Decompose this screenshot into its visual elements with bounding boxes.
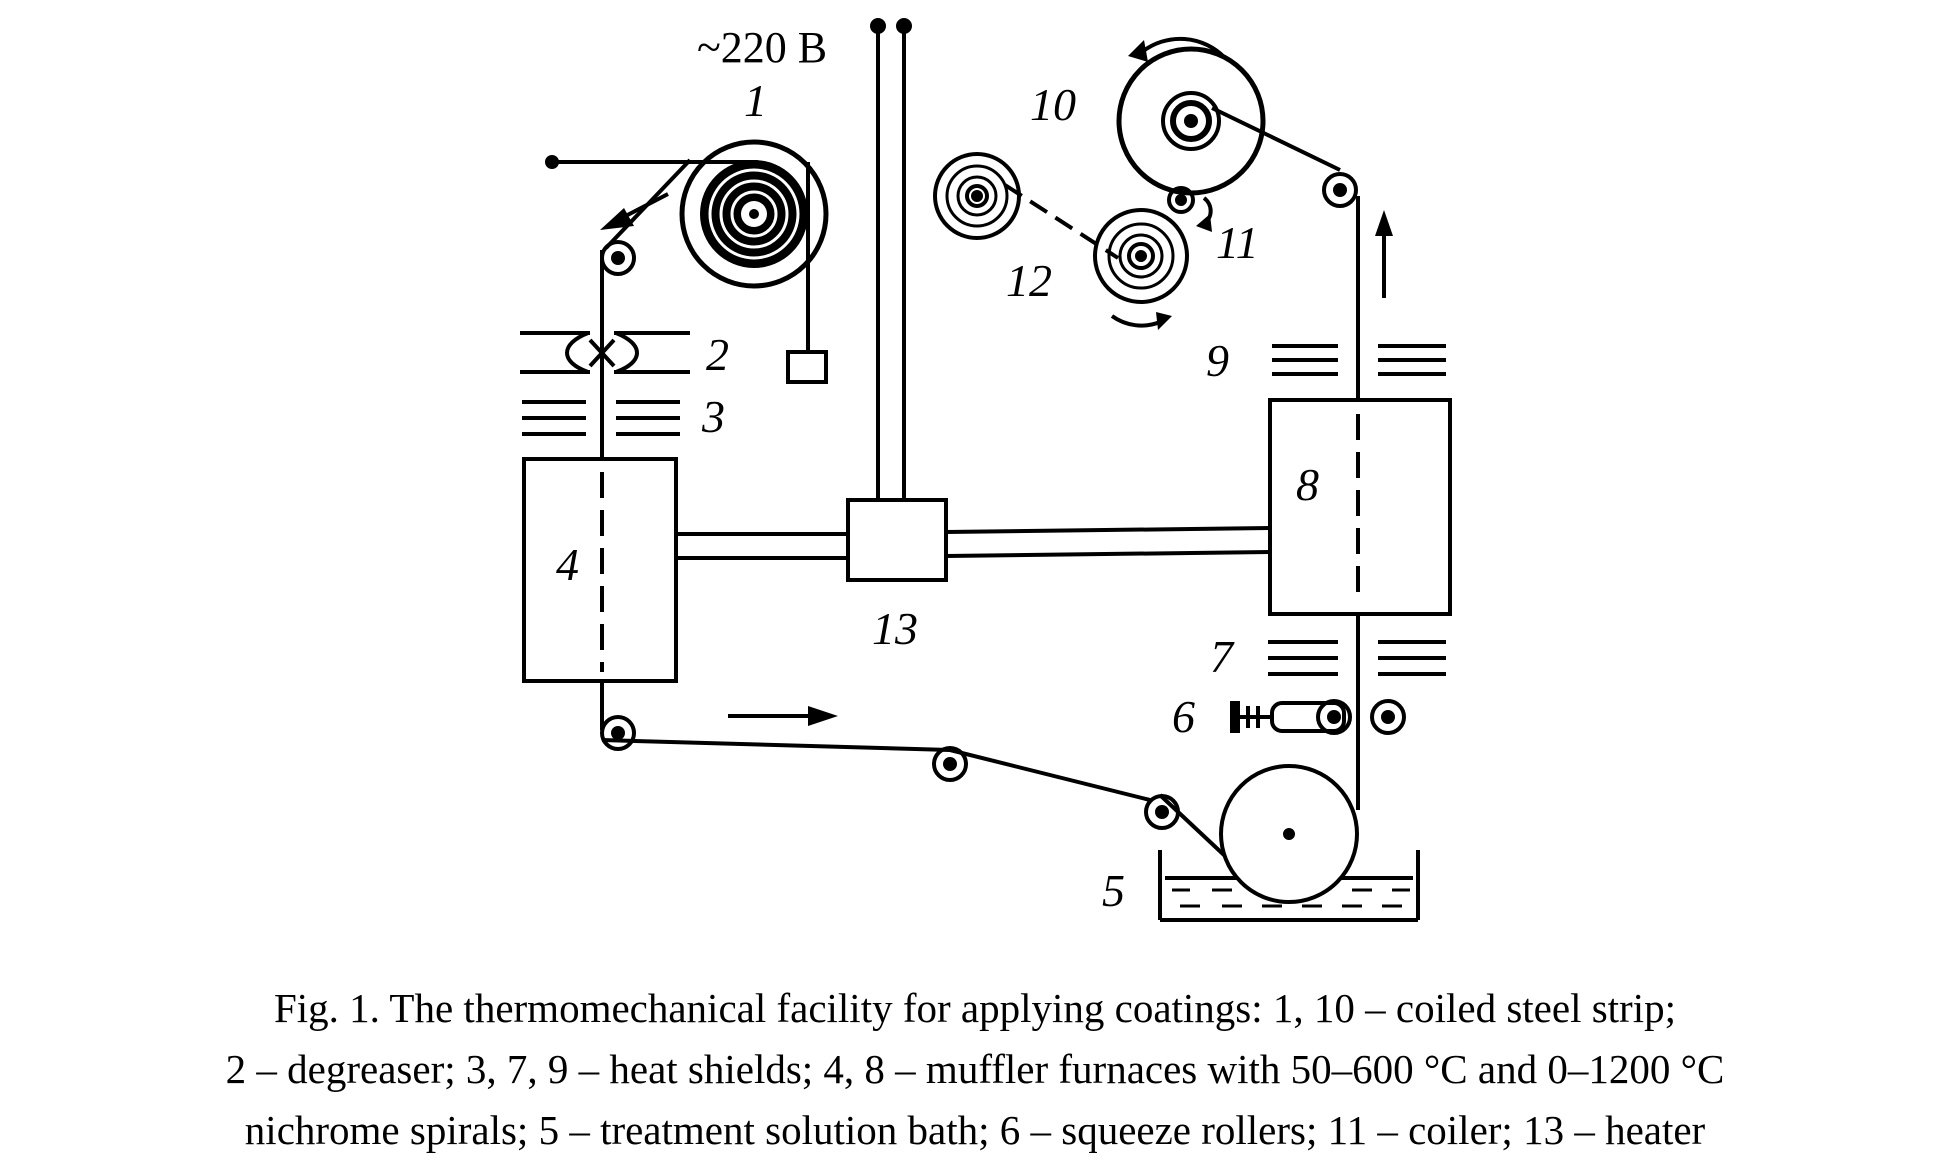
muffle-furnace-8: [1268, 398, 1452, 616]
upward-direction-arrow: [1375, 210, 1393, 298]
label-10: 10: [1030, 79, 1076, 130]
voltage-label: ~220 B: [697, 23, 827, 72]
take-up-coil: [933, 152, 1021, 240]
power-supply-lines: [870, 18, 912, 506]
unwind-direction-arrow: [600, 192, 669, 230]
facility-diagram: ~220 B 1 2 3 4 5 6 7 8 9 10 11 12 13: [520, 18, 1452, 922]
degreaser: [520, 331, 690, 374]
label-12: 12: [1006, 255, 1052, 306]
treatment-solution-bath: [1158, 764, 1420, 922]
heater: [676, 498, 1271, 582]
heat-shield-7: [1268, 640, 1446, 676]
caption-line-2: 2 – degreaser; 3, 7, 9 – heat shields; 4…: [225, 1046, 1725, 1092]
strip-direction-arrow: [728, 706, 838, 726]
label-4: 4: [556, 539, 579, 590]
figure-caption: Fig. 1. The thermomechanical facility fo…: [0, 978, 1950, 1161]
heat-shield-3: [522, 400, 680, 436]
steel-strip-coil-1: [679, 139, 829, 289]
muffle-furnace-4: [522, 457, 678, 683]
caption-line-1: Fig. 1. The thermomechanical facility fo…: [273, 985, 1676, 1031]
coil-12: [1093, 208, 1189, 330]
caption-line-3: nichrome spirals; 5 – treatment solution…: [244, 1107, 1706, 1153]
heat-shield-9: [1272, 344, 1446, 376]
label-1: 1: [744, 75, 767, 126]
label-3: 3: [701, 391, 725, 442]
label-8: 8: [1296, 459, 1319, 510]
label-13: 13: [872, 603, 918, 654]
label-11: 11: [1216, 217, 1259, 268]
coiler: [1167, 186, 1213, 232]
label-6: 6: [1172, 691, 1195, 742]
tension-weight: [545, 155, 828, 384]
steel-strip-coil-10: [1116, 36, 1266, 196]
label-9: 9: [1206, 335, 1229, 386]
label-5: 5: [1102, 865, 1125, 916]
label-2: 2: [706, 329, 729, 380]
label-7: 7: [1210, 631, 1235, 682]
guide-rollers: [600, 172, 1358, 830]
squeeze-rollers: [1230, 699, 1406, 735]
